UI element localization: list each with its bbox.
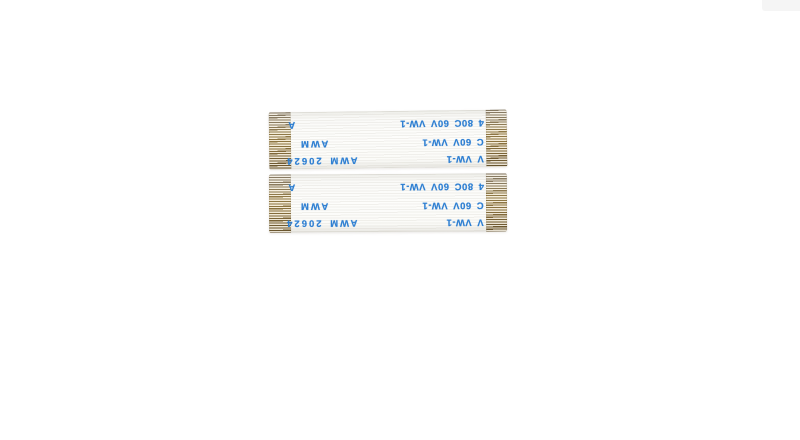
cable-bottom-marking-line3-left: AWM 20624	[285, 217, 358, 229]
cable-bottom-right-contact-fingers	[485, 173, 508, 232]
cable-bottom-marking-line1-right: 4 80C 60V VW-1	[399, 180, 484, 192]
cable-bottom-marking-line1-left: A	[287, 181, 296, 193]
cable-top-marking-line3-left: AWM 20624	[285, 154, 358, 167]
ffc-ribbon-cable-bottom: A 4 80C 60V VW-1 AWM C 60V VW-1 AWM 2062…	[268, 173, 508, 233]
cable-bottom-marking-line2-right: C 60V VW-1	[422, 199, 485, 211]
ffc-ribbon-cable-top: A 4 80C 60V VW-1 AWM C 60V VW-1 AWM 2062…	[268, 109, 508, 170]
photo-artifact	[762, 0, 800, 11]
cable-top-marking-line3-right: V VW-1	[446, 152, 485, 165]
cable-top-marking-line2-right: C 60V VW-1	[422, 135, 485, 148]
cable-top-marking-line1-left: A	[287, 119, 296, 131]
cable-top-right-contact-fingers	[485, 109, 508, 167]
cable-top-marking-line2-left: AWM	[298, 137, 329, 150]
cable-bottom-marking-line3-right: V VW-1	[446, 216, 485, 228]
cable-top-marking-line1-right: 4 80C 60V VW-1	[399, 116, 484, 129]
cable-bottom-marking-line2-left: AWM	[298, 200, 329, 212]
